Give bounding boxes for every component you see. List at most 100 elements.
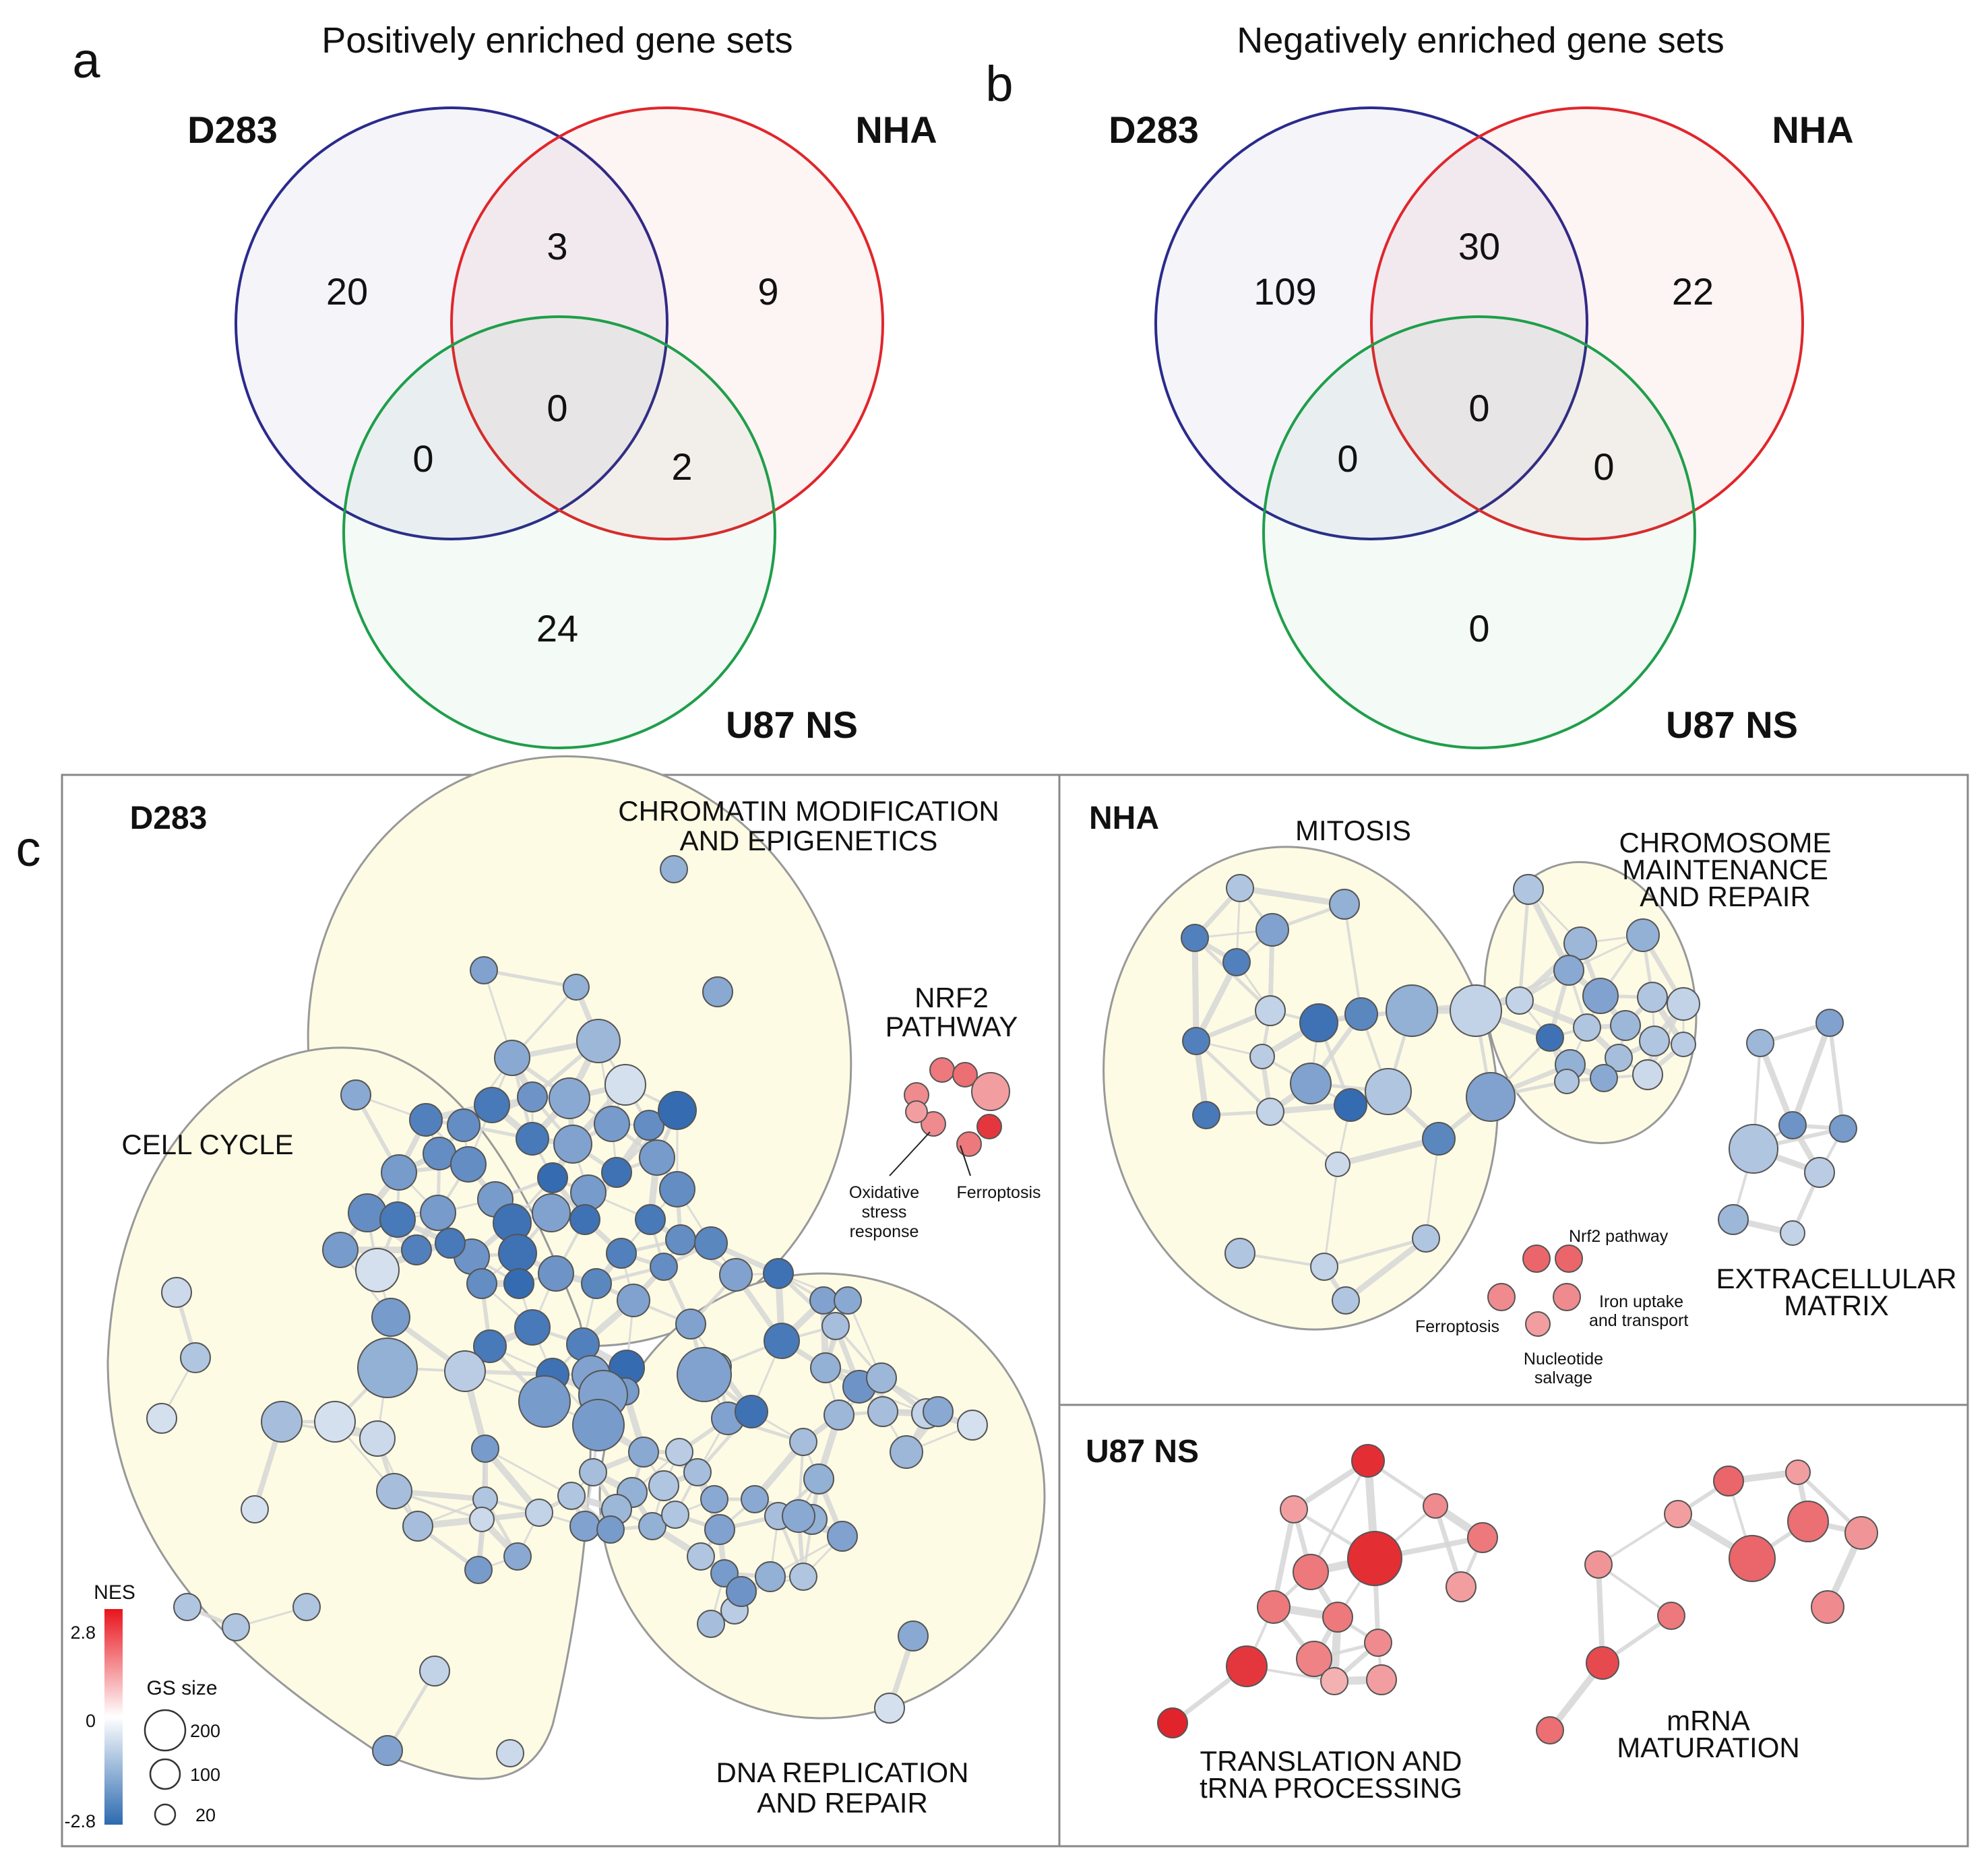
nha-node <box>1632 1059 1663 1090</box>
legend-gs-circle-100 <box>149 1758 181 1790</box>
cluster-mrna-label-line1: mRNA <box>1667 1705 1750 1736</box>
d283-node <box>357 1337 418 1398</box>
venn-b-nha-label: NHA <box>1772 108 1853 151</box>
d283-node <box>635 1204 666 1235</box>
d283-node <box>340 1079 371 1110</box>
annot-iron-line1: Iron uptake <box>1599 1292 1683 1311</box>
d283-node <box>503 1542 532 1571</box>
u87-mrna-edge <box>1597 1513 1679 1566</box>
d283-node <box>518 1375 571 1428</box>
d283-node <box>755 1561 786 1592</box>
venn-a-count-nha-u87: 2 <box>671 445 692 488</box>
ecm-node <box>1780 1220 1805 1246</box>
d283-node <box>420 1195 456 1231</box>
venn-b-count-all: 0 <box>1468 387 1489 429</box>
nha-nrf2-node <box>1555 1245 1583 1273</box>
nha-node <box>1332 1286 1360 1315</box>
d283-node <box>764 1323 800 1359</box>
panel-c-letter: c <box>16 821 41 877</box>
nha-node <box>1181 924 1209 952</box>
d283-node <box>503 1268 534 1299</box>
d283-node <box>537 1162 568 1193</box>
nha-node <box>1226 874 1254 902</box>
annot-nucleotide-line2: salvage <box>1534 1368 1592 1387</box>
d283-node <box>494 1040 530 1076</box>
cluster-nrf2-label-line2: PATHWAY <box>886 1011 1018 1042</box>
ecm-node <box>1804 1157 1835 1188</box>
venn-a-u87-label: U87 NS <box>726 703 858 746</box>
nha-node <box>1290 1063 1332 1104</box>
u87-network-frame <box>1058 1404 1969 1848</box>
d283-node <box>665 1438 693 1466</box>
nha-network-title: NHA <box>1089 800 1159 836</box>
d283-nodes <box>146 855 1010 1767</box>
d283-node <box>474 1087 510 1123</box>
d283-node <box>782 1499 815 1533</box>
d283-node <box>173 1593 201 1621</box>
d283-node <box>447 1108 480 1142</box>
venn-a-d283-label: D283 <box>187 108 278 151</box>
u87-translation-node <box>1280 1495 1308 1523</box>
venn-b-d283-label: D283 <box>1109 108 1199 151</box>
u87-translation-node <box>1446 1571 1477 1602</box>
d283-node <box>594 1106 630 1142</box>
cluster-nrf2-label-line1: NRF2 <box>914 982 989 1013</box>
d283-node <box>687 1542 715 1571</box>
d283-node <box>735 1395 768 1428</box>
ecm-node <box>1815 1009 1844 1037</box>
d283-node <box>372 1735 403 1766</box>
d283-node <box>381 1154 417 1191</box>
nha-node <box>1192 1101 1220 1129</box>
nrf2-node <box>971 1072 1010 1111</box>
venn-b-u87-label: U87 NS <box>1666 703 1798 746</box>
nha-edge <box>1344 1236 1428 1303</box>
legend-gs-title: GS size <box>146 1677 217 1699</box>
nha-edge <box>1343 904 1363 1015</box>
nha-node <box>1344 997 1378 1031</box>
d283-node <box>866 1362 897 1393</box>
ecm-node <box>1746 1029 1774 1057</box>
u87-nodes <box>1157 1444 1878 1744</box>
d283-node <box>469 1507 495 1532</box>
d283-node <box>496 1739 524 1767</box>
nha-node <box>1182 1027 1210 1055</box>
d283-node <box>957 1410 988 1441</box>
u87-translation-node <box>1296 1641 1332 1677</box>
nrf2-node <box>976 1114 1002 1139</box>
nrf2-node <box>956 1131 982 1157</box>
ecm-edge <box>1828 1022 1845 1129</box>
d283-node <box>261 1401 303 1443</box>
d283-node <box>355 1248 400 1292</box>
nha-edge <box>1324 1236 1427 1269</box>
nha-node <box>1553 955 1584 986</box>
d283-node <box>471 1435 499 1463</box>
d283-node <box>650 1253 678 1281</box>
annot-oxidative-line3: response <box>850 1222 919 1241</box>
nha-nrf2-node <box>1553 1283 1581 1311</box>
annot-iron-line2: and transport <box>1589 1311 1688 1330</box>
d283-node <box>532 1193 571 1232</box>
u87-mrna-node <box>1787 1501 1829 1542</box>
d283-node <box>659 1171 695 1207</box>
d283-node <box>538 1255 574 1292</box>
u87-translation-node <box>1347 1531 1402 1586</box>
ecm-edge <box>1789 1021 1833 1127</box>
d283-node <box>146 1403 177 1434</box>
d283-node <box>741 1485 769 1513</box>
d283-edge <box>485 1447 572 1497</box>
nha-node <box>1610 1010 1641 1041</box>
cluster-dna-label-line2: AND REPAIR <box>757 1787 928 1819</box>
d283-node <box>576 1019 621 1063</box>
d283-node <box>726 1576 757 1607</box>
nha-nrf2-node <box>1525 1311 1551 1337</box>
d283-node <box>596 1515 625 1544</box>
d283-node <box>514 1309 551 1346</box>
ecm-node <box>1729 1124 1778 1174</box>
d283-edge <box>483 968 577 989</box>
d283-node <box>579 1458 607 1486</box>
u87-mrna-node <box>1536 1716 1564 1744</box>
d283-node <box>789 1563 817 1591</box>
u87-mrna-node <box>1584 1550 1613 1579</box>
nha-node <box>1637 982 1668 1013</box>
